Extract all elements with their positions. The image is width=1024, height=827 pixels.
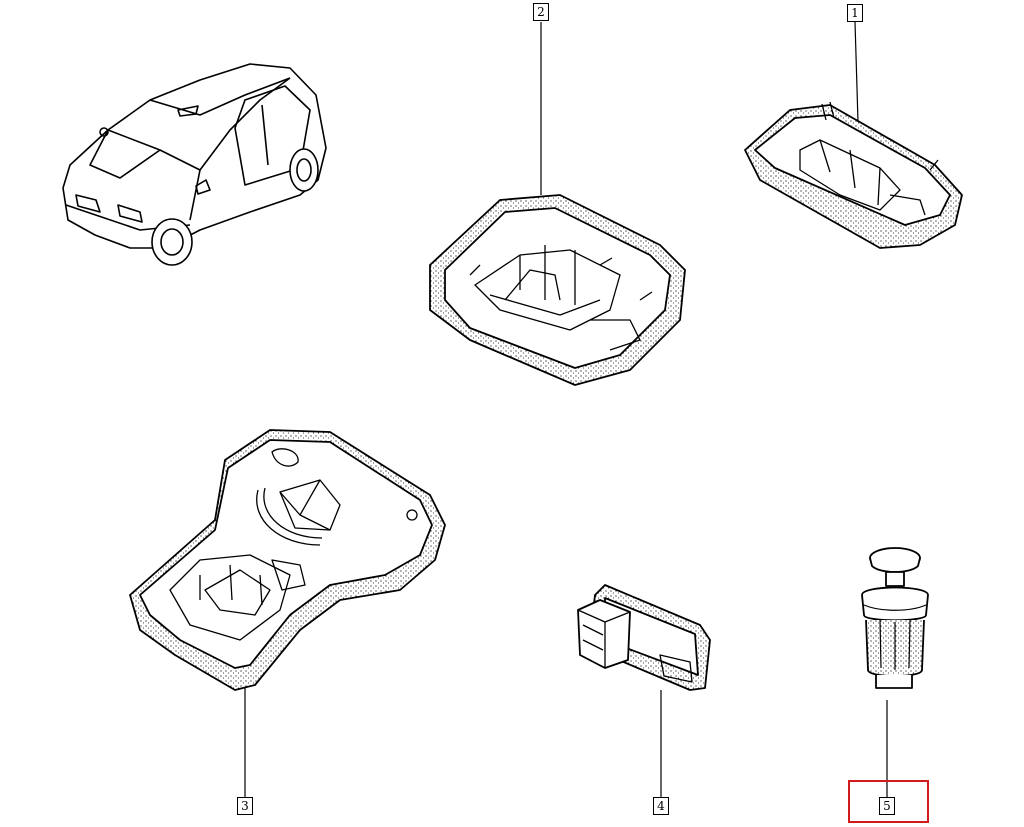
callout-5[interactable]: 5 xyxy=(879,797,895,815)
callout-2[interactable]: 2 xyxy=(533,3,549,21)
callout-1[interactable]: 1 xyxy=(847,4,863,22)
lamp-housing-rear-icon xyxy=(744,101,963,249)
callout-4[interactable]: 4 xyxy=(653,797,669,815)
callout-3[interactable]: 3 xyxy=(237,797,253,815)
leader-line-1 xyxy=(854,21,859,123)
door-switch-icon xyxy=(861,547,929,689)
lamp-lens-icon xyxy=(577,584,711,691)
console-housing-icon xyxy=(129,429,446,691)
car-icon xyxy=(62,63,327,266)
lamp-housing-front-icon xyxy=(429,194,686,386)
selection-highlight xyxy=(848,780,929,823)
